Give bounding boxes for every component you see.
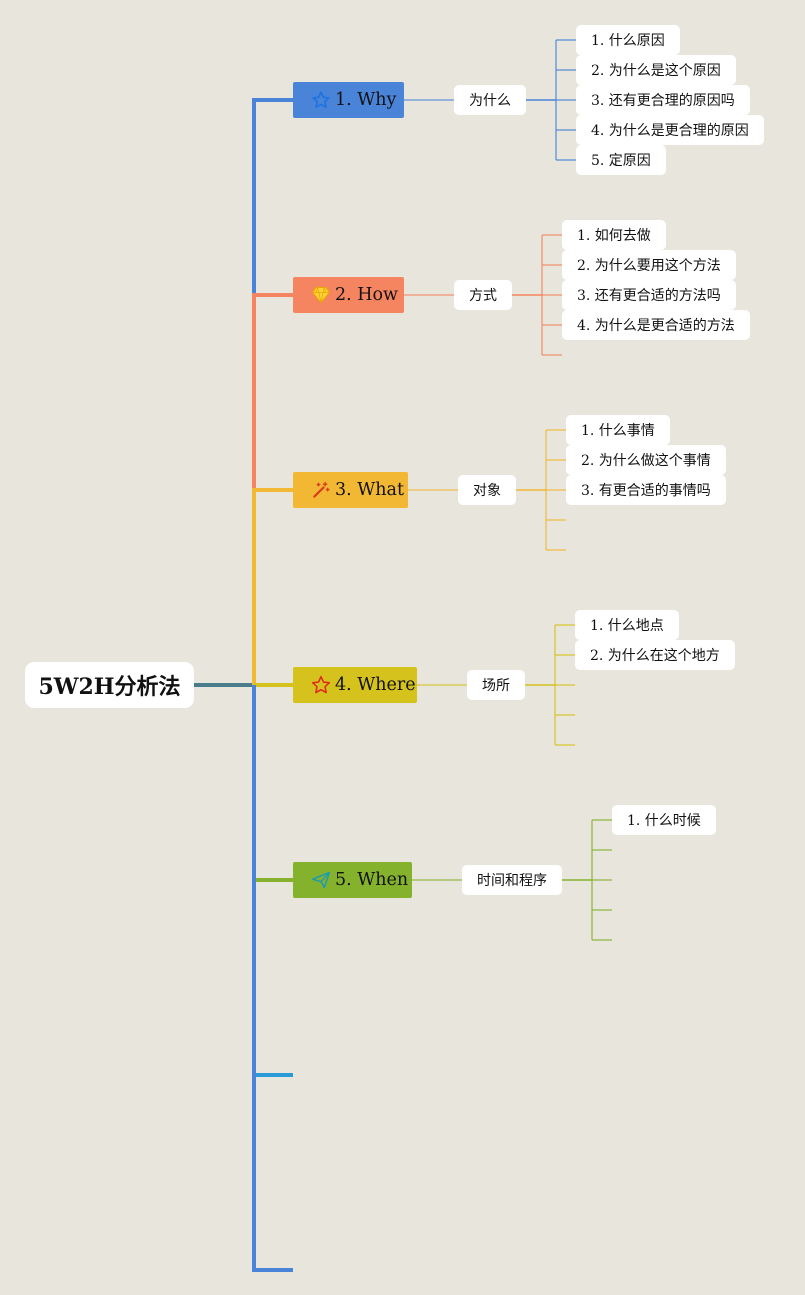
star-icon <box>311 675 331 695</box>
leaf-topic[interactable]: 3. 还有更合理的原因吗 <box>576 85 750 115</box>
magic-wand-icon <box>311 480 331 500</box>
diamond-icon <box>311 285 331 305</box>
leaf-topic[interactable]: 5. 定原因 <box>576 145 666 175</box>
paper-plane-icon <box>311 870 331 890</box>
subtopic-1[interactable]: 为什么 <box>454 85 526 115</box>
star-outline-icon <box>311 90 331 110</box>
leaf-topic[interactable]: 3. 还有更合适的方法吗 <box>562 280 736 310</box>
branch-topic-3[interactable]: 3. What <box>293 472 408 508</box>
branch-topic-label: 1. Why <box>335 90 397 110</box>
branch-topic-label: 5. When <box>335 870 409 890</box>
branch-topic-5[interactable]: 5. When <box>293 862 412 898</box>
branch-topic-2[interactable]: 2. How <box>293 277 404 313</box>
leaf-topic[interactable]: 2. 为什么是这个原因 <box>576 55 736 85</box>
subtopic-3[interactable]: 对象 <box>458 475 516 505</box>
leaf-topic[interactable]: 1. 什么时候 <box>612 805 716 835</box>
subtopic-2[interactable]: 方式 <box>454 280 512 310</box>
subtopic-4[interactable]: 场所 <box>467 670 525 700</box>
trunk-segment-3 <box>252 488 293 685</box>
leaf-topic[interactable]: 1. 什么原因 <box>576 25 680 55</box>
branch-topic-1[interactable]: 1. Why <box>293 82 404 118</box>
trunk-segment-5 <box>252 685 293 882</box>
trunk-segment-1 <box>252 98 293 685</box>
branch-topic-4[interactable]: 4. Where <box>293 667 417 703</box>
leaf-topic[interactable]: 4. 为什么是更合理的原因 <box>576 115 764 145</box>
leaf-topic[interactable]: 3. 有更合适的事情吗 <box>566 475 726 505</box>
leaf-topic[interactable]: 2. 为什么做这个事情 <box>566 445 726 475</box>
leaf-topic[interactable]: 4. 为什么是更合适的方法 <box>562 310 750 340</box>
leaf-topic[interactable]: 1. 什么地点 <box>575 610 679 640</box>
leaf-topic[interactable]: 2. 为什么在这个地方 <box>575 640 735 670</box>
trunk-segment-empty-2 <box>252 685 293 1272</box>
subtopic-5[interactable]: 时间和程序 <box>462 865 562 895</box>
branch-topic-label: 2. How <box>335 285 399 305</box>
root-topic[interactable]: 5W2H分析法 <box>25 662 194 708</box>
leaf-topic[interactable]: 1. 什么事情 <box>566 415 670 445</box>
branch-topic-label: 3. What <box>335 480 404 500</box>
branch-topic-label: 4. Where <box>335 675 416 695</box>
leaf-topic[interactable]: 1. 如何去做 <box>562 220 666 250</box>
leaf-topic[interactable]: 2. 为什么要用这个方法 <box>562 250 736 280</box>
